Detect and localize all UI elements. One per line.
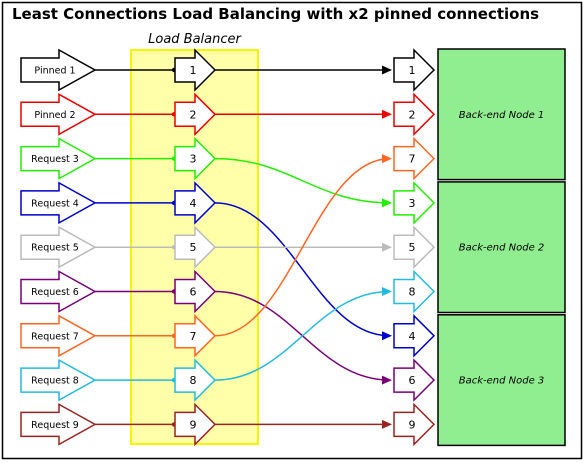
request-4-target-arrow bbox=[393, 313, 436, 358]
request-9-source-label: Request 9 bbox=[31, 420, 79, 431]
request-9-lb-arrow bbox=[174, 402, 217, 447]
request-8-source-arrow bbox=[20, 358, 97, 402]
backend-node-3 bbox=[437, 314, 566, 447]
load-balancer-label: Load Balancer bbox=[148, 32, 242, 47]
request-5-source-arrow bbox=[20, 225, 97, 269]
request-6-lb-arrow bbox=[174, 269, 217, 314]
request-9-route-head bbox=[382, 419, 392, 429]
request-4-lb-arrow bbox=[174, 181, 217, 225]
request-6-lb-label: 6 bbox=[190, 286, 197, 299]
request-4-lb-label: 4 bbox=[190, 197, 197, 210]
request-4-source-arrow bbox=[20, 181, 97, 225]
request-5-target-label: 5 bbox=[409, 241, 416, 254]
diagram-title: Least Connections Load Balancing with x2… bbox=[12, 5, 539, 23]
request-6-source-label: Request 6 bbox=[31, 287, 79, 298]
backend-node-2-label: Back-end Node 2 bbox=[459, 243, 545, 254]
request-9-target-label: 9 bbox=[409, 418, 416, 431]
request-6-source-arrow bbox=[20, 270, 97, 313]
request-3-route bbox=[214, 157, 391, 204]
request-6-route-head bbox=[382, 375, 392, 385]
request-3-lb-arrow bbox=[174, 136, 217, 181]
request-3-lb-label: 3 bbox=[190, 153, 197, 166]
request-3-target-arrow bbox=[393, 181, 436, 225]
request-2-source-label: Pinned 2 bbox=[34, 110, 75, 121]
request-7-lb-label: 7 bbox=[190, 330, 197, 343]
request-5-lb-arrow bbox=[174, 225, 217, 270]
request-4-source-label: Request 4 bbox=[31, 198, 79, 209]
request-8-target-label: 8 bbox=[409, 286, 416, 299]
request-9-lb-label: 9 bbox=[190, 418, 197, 431]
request-1-target-label: 1 bbox=[409, 64, 416, 77]
backend-node-1-label: Back-end Node 1 bbox=[459, 110, 545, 121]
request-1-lb-arrow bbox=[174, 48, 217, 92]
request-3-source-arrow bbox=[20, 137, 97, 180]
request-4-route-head bbox=[382, 331, 392, 341]
request-9-target-arrow bbox=[393, 402, 436, 447]
request-7-source-label: Request 7 bbox=[31, 331, 79, 342]
request-1-source-arrow bbox=[20, 48, 97, 92]
request-2-target-arrow bbox=[393, 92, 436, 137]
request-7-target-arrow bbox=[393, 136, 436, 181]
request-8-route-head bbox=[382, 287, 392, 296]
backend-node-2 bbox=[437, 181, 566, 314]
request-7-target-label: 7 bbox=[409, 153, 416, 166]
request-9-source-arrow bbox=[20, 403, 97, 446]
request-2-route-head bbox=[382, 109, 392, 119]
request-5-route-head bbox=[382, 242, 392, 252]
backend-node-3-label: Back-end Node 3 bbox=[459, 376, 545, 387]
request-3-route-head bbox=[382, 198, 392, 208]
request-6-target-label: 6 bbox=[409, 374, 416, 387]
request-7-route-head bbox=[382, 154, 392, 164]
request-3-source-label: Request 3 bbox=[31, 154, 79, 165]
request-2-source-arrow bbox=[20, 93, 97, 136]
request-1-target-arrow bbox=[393, 48, 436, 92]
request-6-target-arrow bbox=[393, 358, 436, 402]
request-2-lb-label: 2 bbox=[190, 108, 197, 121]
request-4-route bbox=[214, 202, 391, 337]
request-1-route-head bbox=[382, 65, 392, 75]
request-7-route bbox=[214, 157, 391, 337]
request-8-source-label: Request 8 bbox=[31, 376, 79, 387]
request-5-target-arrow bbox=[393, 225, 436, 270]
request-7-source-arrow bbox=[20, 314, 97, 358]
request-5-lb-label: 5 bbox=[190, 241, 197, 254]
backend-node-1 bbox=[437, 48, 566, 181]
request-1-source-label: Pinned 1 bbox=[34, 66, 75, 77]
request-8-target-arrow bbox=[393, 269, 436, 314]
request-5-source-label: Request 5 bbox=[31, 243, 79, 254]
request-8-route bbox=[214, 290, 391, 381]
request-8-lb-arrow bbox=[174, 358, 217, 402]
request-2-target-label: 2 bbox=[409, 108, 416, 121]
request-2-lb-arrow bbox=[174, 92, 217, 137]
request-7-lb-arrow bbox=[174, 313, 217, 358]
request-1-lb-label: 1 bbox=[190, 64, 197, 77]
request-4-target-label: 4 bbox=[409, 330, 416, 343]
request-8-lb-label: 8 bbox=[190, 374, 197, 387]
request-3-target-label: 3 bbox=[409, 197, 416, 210]
